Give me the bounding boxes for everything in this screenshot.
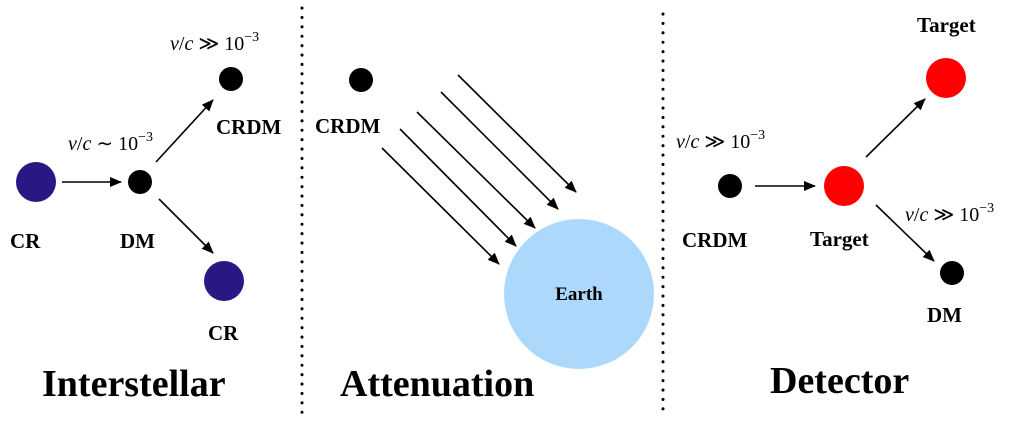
arrow-target-to-dm	[875, 204, 935, 262]
crdm-label: CRDM	[315, 114, 380, 138]
crdm-flux-arrow	[381, 147, 500, 265]
velocity-out-label: v/c ≫ 10−3	[170, 30, 259, 55]
target-out-label: Target	[917, 13, 976, 37]
arrow-target-to-target	[865, 98, 926, 158]
target-label: Target	[810, 227, 869, 251]
earth	[504, 219, 654, 369]
target-particle	[824, 166, 864, 206]
crdm-flux-arrow	[416, 111, 536, 229]
crdm-particle	[219, 67, 243, 91]
dm-label: DM	[927, 303, 962, 327]
dm-label: DM	[120, 229, 155, 253]
attenuation-panel: CRDM Earth Attenuation	[315, 68, 654, 405]
target-out-particle	[926, 58, 966, 98]
cr-out-label: CR	[208, 321, 239, 345]
crdm-particle	[349, 68, 373, 92]
detector-title: Detector	[770, 360, 909, 402]
crdm-flux-arrow	[457, 74, 577, 193]
velocity-out-label: v/c ≫ 10−3	[905, 201, 994, 226]
crdm-flux-arrow	[440, 91, 559, 210]
dm-out-particle	[940, 261, 964, 285]
dark-matter-particle	[128, 170, 152, 194]
crdm-label: CRDM	[216, 115, 281, 139]
interstellar-title: Interstellar	[42, 363, 226, 405]
attenuation-title: Attenuation	[340, 363, 534, 405]
interstellar-panel: CR DM CRDM CR v/c ∼ 10−3 v/c ≫ 10−3 Inte…	[10, 30, 281, 405]
crdm-particle	[718, 174, 742, 198]
crdm-flux-arrow	[399, 128, 517, 247]
cosmic-ray-particle	[16, 162, 56, 202]
arrow-dm-to-cr	[158, 198, 214, 254]
earth-label: Earth	[555, 284, 603, 305]
arrow-dm-to-crdm	[155, 99, 214, 163]
crdm-label: CRDM	[682, 228, 747, 252]
velocity-in-label: v/c ∼ 10−3	[68, 130, 153, 155]
velocity-in-label: v/c ≫ 10−3	[676, 128, 765, 153]
cr-label: CR	[10, 229, 41, 253]
cosmic-ray-out-particle	[204, 261, 244, 301]
detector-panel: CRDM Target Target DM v/c ≫ 10−3 v/c ≫ 1…	[676, 13, 994, 402]
